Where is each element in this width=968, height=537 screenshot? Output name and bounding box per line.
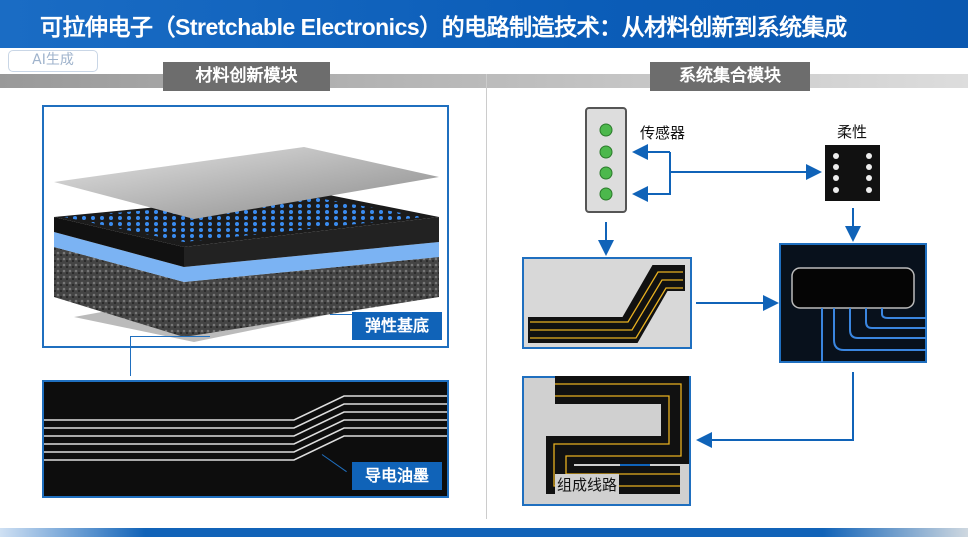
title-bar (0, 0, 968, 48)
leader-line (330, 314, 352, 315)
conductive-ink-lines (44, 395, 447, 461)
flexible-label: 柔性 (837, 123, 868, 141)
layered-substrate-illustration (54, 147, 439, 342)
footer-bar (0, 528, 968, 537)
divider (486, 74, 487, 519)
substrate-label: 弹性基底 (352, 312, 442, 340)
watermark: AI生成 (8, 50, 98, 72)
circuit-label: 组成线路 (555, 474, 620, 495)
sensor-label: 传感器 (640, 124, 686, 142)
flexible-chip (825, 145, 880, 201)
ink-label: 导电油墨 (352, 462, 442, 490)
sensor-module (585, 107, 627, 213)
section-header-system: 系统集合模块 (650, 62, 810, 91)
section-band (0, 74, 968, 88)
section-header-materials: 材料创新模块 (163, 62, 330, 91)
system-diagram (522, 107, 927, 506)
connector-line (130, 336, 210, 376)
page-title: 可拉伸电子（Stretchable Electronics）的电路制造技术：从材… (40, 14, 847, 40)
substrate-panel (42, 105, 449, 348)
